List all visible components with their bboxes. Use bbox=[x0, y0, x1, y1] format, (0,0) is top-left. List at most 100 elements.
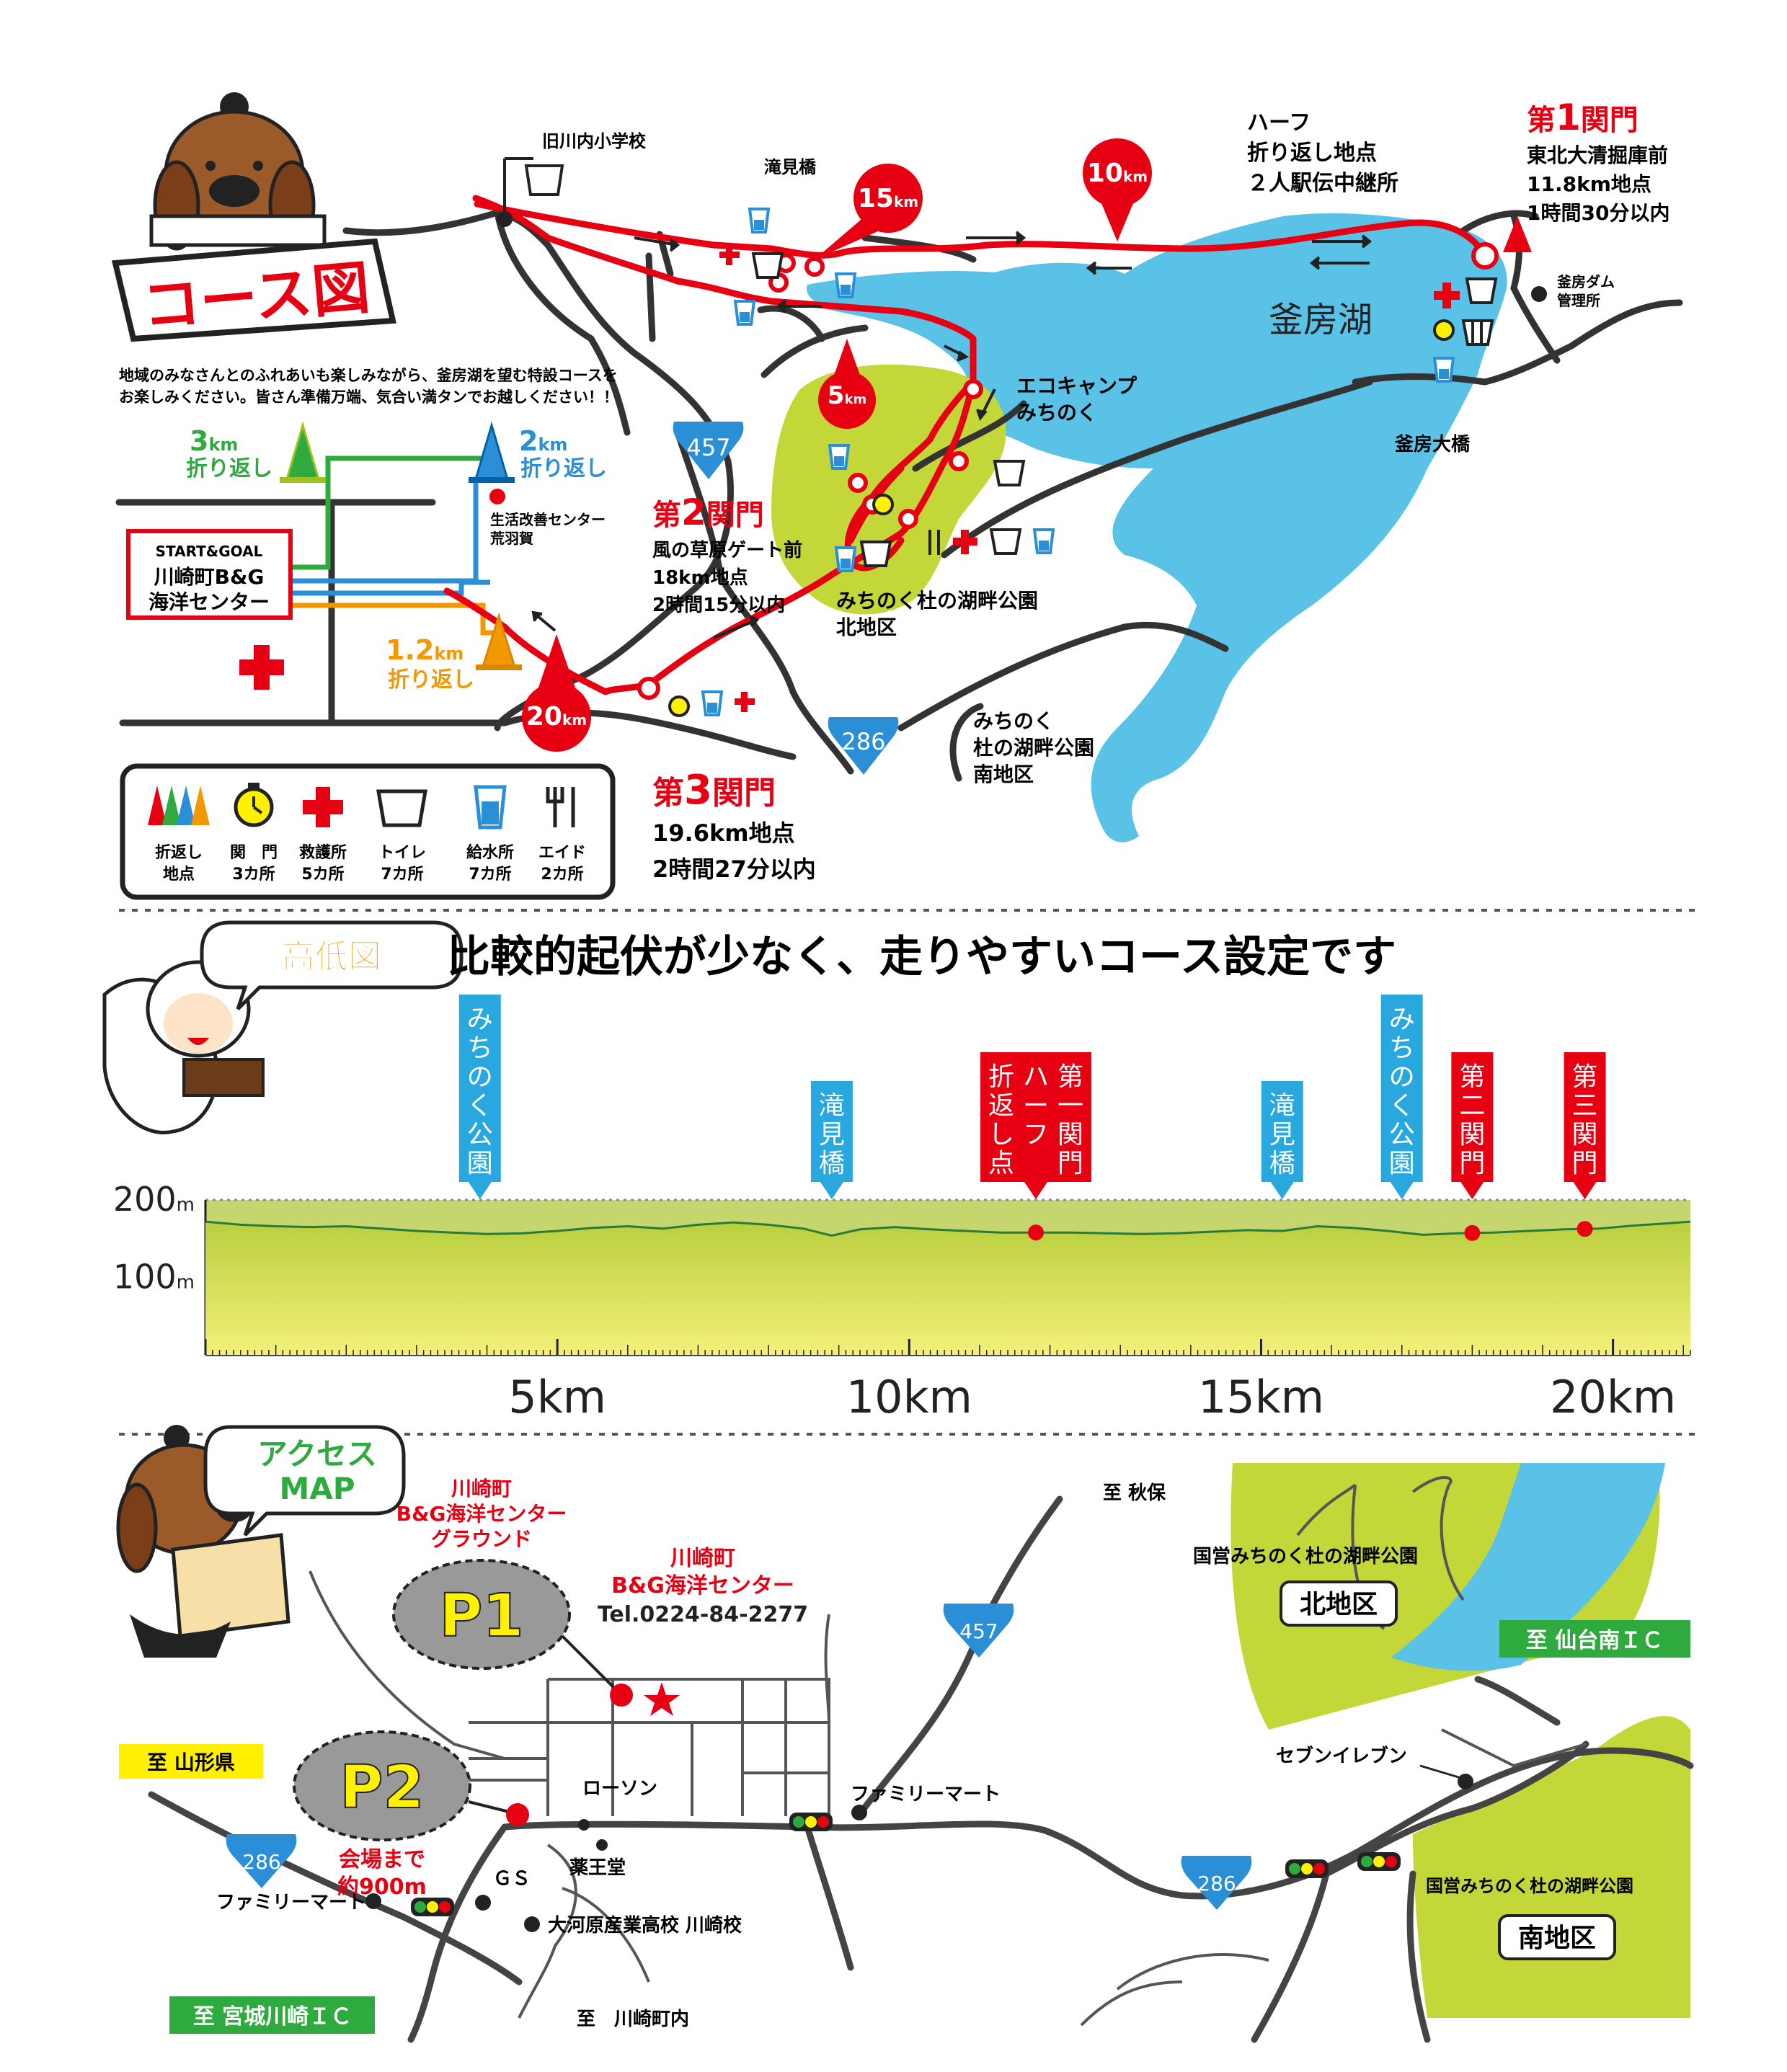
gate-2-title: 第2関門 bbox=[652, 492, 764, 533]
water-cup-icon bbox=[733, 300, 756, 326]
to-miyagi-ic-label: 至 宮城川崎ＩＣ bbox=[169, 1996, 375, 2034]
y-tick-label: 200m bbox=[113, 1180, 195, 1219]
access-north-badge: 北地区 bbox=[1280, 1580, 1398, 1627]
gate-3-line-1: 19.6km地点 bbox=[652, 819, 795, 847]
traffic-light-icon bbox=[1285, 1859, 1329, 1878]
center-label-1: 川崎町 bbox=[670, 1546, 735, 1571]
to-yamagata-label: 至 山形県 bbox=[119, 1744, 263, 1779]
park-north-area bbox=[771, 364, 1006, 615]
venue-p2-dot-icon bbox=[506, 1803, 529, 1826]
svg-text:至 仙台南ＩＣ: 至 仙台南ＩＣ bbox=[1526, 1628, 1663, 1653]
stopwatch-icon bbox=[234, 783, 274, 827]
flag-char: く bbox=[467, 1091, 493, 1121]
access-south-park-name: 国営みちのく杜の湖畔公園 bbox=[1426, 1876, 1633, 1896]
turnaround-2km: 2km 折り返し bbox=[469, 421, 607, 483]
first-aid-cross-icon bbox=[1434, 283, 1460, 308]
label-eco-2: みちのく bbox=[1016, 401, 1097, 424]
km-marker-10-label: 10km bbox=[1087, 159, 1148, 188]
legend-count-3: 7カ所 bbox=[381, 866, 423, 884]
km-marker-20: 20km bbox=[522, 634, 591, 752]
legend-count-2: 5カ所 bbox=[301, 866, 344, 884]
label-south-park-1: みちのく bbox=[973, 709, 1054, 733]
label-lake: 釜房湖 bbox=[1269, 300, 1373, 340]
gate-2: 第2関門 風の草原ゲート前 18km地点 2時間15分以内 bbox=[652, 492, 802, 616]
label-takimibashi: 滝見橋 bbox=[764, 157, 817, 177]
water-cup-icon bbox=[834, 272, 857, 298]
gate-1: 第1関門 東北大清掘庫前 11.8km地点 1時間30分以内 bbox=[1503, 97, 1670, 252]
turnaround-3km: 3km 折り返し bbox=[186, 421, 326, 483]
legend-count-0: 地点 bbox=[163, 865, 195, 884]
start-goal-box: START&GOAL 川崎町B&G 海洋センター bbox=[126, 529, 293, 620]
legend-count-5: 2カ所 bbox=[541, 866, 583, 884]
legend-label-0: 折返し bbox=[155, 844, 203, 862]
legend-count-4: 7カ所 bbox=[469, 866, 511, 884]
flag-char: 公 bbox=[467, 1120, 493, 1150]
flag-char: み bbox=[1389, 1005, 1415, 1034]
elevation-area bbox=[205, 1222, 1690, 1355]
route-286-label: 286 bbox=[841, 728, 885, 755]
flag-char: 関 bbox=[1057, 1120, 1083, 1150]
mascot-dog-map-icon bbox=[116, 1425, 406, 1658]
lake-kamafusa bbox=[807, 213, 1507, 842]
elevation-badge: 高低図 bbox=[282, 937, 381, 976]
flag-char: 第 bbox=[1572, 1062, 1598, 1092]
turnaround-2km-label: 折り返し bbox=[520, 456, 607, 481]
elevation-line bbox=[205, 1220, 1691, 1237]
stopwatch-icon bbox=[872, 494, 894, 515]
x-tick-label: 20km bbox=[1550, 1371, 1676, 1423]
checkpoint-dot bbox=[1577, 1221, 1593, 1237]
label-eco-1: エコキャンプ bbox=[1016, 374, 1138, 398]
label-north-park-2: 北地区 bbox=[836, 615, 897, 639]
gate-1-line-2: 11.8km地点 bbox=[1527, 172, 1651, 196]
label-north-park-1: みちのく杜の湖畔公園 bbox=[836, 589, 1038, 613]
poi-gs: ＧＳ bbox=[493, 1868, 531, 1890]
center-label-2: B&G海洋センター bbox=[611, 1573, 794, 1599]
label-bridge: 釜房大橋 bbox=[1394, 433, 1471, 455]
svg-text:至 宮城川崎ＩＣ: 至 宮城川崎ＩＣ bbox=[193, 2004, 352, 2029]
flag-char: ち bbox=[467, 1033, 493, 1063]
water-cup-icon bbox=[1432, 357, 1455, 383]
flag-char: 関 bbox=[1572, 1120, 1598, 1150]
parking-p1: P1 bbox=[392, 1559, 571, 1670]
flag-char: 折 bbox=[988, 1062, 1014, 1092]
cone-blue-icon bbox=[474, 421, 510, 481]
elevation-flag-1: 滝見橋 bbox=[810, 1081, 853, 1199]
center-dot-icon bbox=[489, 489, 505, 504]
route-286-shield: 286 bbox=[828, 717, 899, 775]
legend-count-1: 3カ所 bbox=[232, 866, 275, 884]
poi-school: 大河原産業高校 川崎校 bbox=[548, 1914, 742, 1937]
access-south-badge: 南地区 bbox=[1498, 1914, 1616, 1960]
x-tick-label: 10km bbox=[846, 1371, 972, 1423]
gate-2-line-1: 風の草原ゲート前 bbox=[652, 539, 802, 561]
toilet-icon bbox=[1461, 319, 1494, 346]
turnaround-2km-distance: 2km bbox=[519, 425, 567, 457]
toilet-icon bbox=[859, 541, 892, 567]
flag-char: 見 bbox=[1269, 1120, 1295, 1150]
parking-p1-label: P1 bbox=[439, 1582, 523, 1650]
aid-icons bbox=[668, 208, 1498, 717]
access-north-park-name: 国営みちのく杜の湖畔公園 bbox=[1193, 1546, 1418, 1568]
toilet-icon bbox=[993, 460, 1026, 486]
flag-char: 一 bbox=[1057, 1091, 1083, 1121]
flag-char: 園 bbox=[467, 1149, 493, 1178]
flag-char: 滝 bbox=[1269, 1091, 1295, 1121]
label-half-3: ２人駅伝中継所 bbox=[1247, 171, 1398, 196]
x-tick-label: 15km bbox=[1198, 1371, 1324, 1423]
water-cup-icon bbox=[1032, 528, 1055, 554]
traffic-light-icon bbox=[789, 1813, 833, 1831]
course-title-board: コース図 bbox=[112, 238, 396, 342]
access-badge-line-2: MAP bbox=[279, 1471, 355, 1506]
route-457-label: 457 bbox=[686, 434, 730, 461]
access-route-457-label: 457 bbox=[959, 1619, 998, 1643]
flag-char: 公 bbox=[1389, 1120, 1415, 1150]
route-points bbox=[637, 242, 1499, 700]
gate-1-line-3: 1時間30分以内 bbox=[1527, 201, 1670, 225]
toilet-icon bbox=[751, 252, 784, 279]
turnaround-1_2km-distance: 1.2km bbox=[386, 634, 464, 666]
